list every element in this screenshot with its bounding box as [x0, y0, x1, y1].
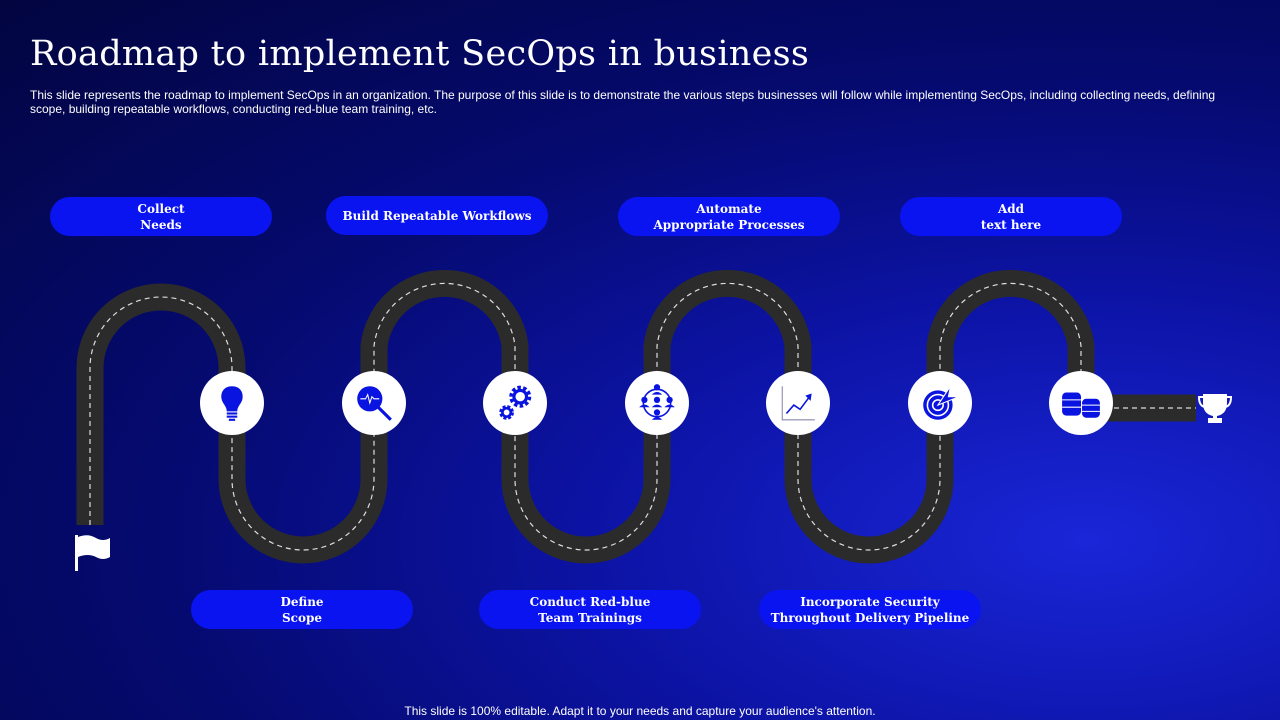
gears-icon — [483, 371, 547, 435]
step-label: Needs — [140, 217, 182, 232]
trophy-icon — [1197, 394, 1233, 423]
growth-chart-icon — [766, 371, 830, 435]
step-label: Build Repeatable Workflows — [342, 208, 532, 223]
step-label: Appropriate Processes — [653, 217, 805, 232]
lightbulb-icon — [200, 371, 264, 435]
search-analysis-icon — [342, 371, 406, 435]
start-flag-icon — [75, 535, 110, 571]
target-icon — [908, 371, 972, 435]
step-label: Scope — [281, 610, 322, 625]
step-label: Add — [997, 201, 1025, 216]
step-build-workflows: Build Repeatable Workflows — [326, 196, 548, 235]
step-label: Conduct Red-blue — [529, 594, 651, 609]
team-network-icon — [625, 371, 689, 435]
slide-description: This slide represents the roadmap to imp… — [30, 88, 1216, 116]
page-title: Roadmap to implement SecOps in business — [30, 34, 810, 74]
step-label: Collect — [137, 201, 185, 216]
footer-note: This slide is 100% editable. Adapt it to… — [404, 704, 876, 718]
step-label: Team Trainings — [538, 610, 642, 625]
step-label: Throughout Delivery Pipeline — [770, 610, 970, 625]
step-label: Incorporate Security — [800, 594, 940, 609]
step-label: text here — [980, 217, 1042, 232]
step-label: Define — [280, 594, 324, 609]
database-icon — [1049, 371, 1113, 435]
step-label: Automate — [696, 201, 762, 216]
